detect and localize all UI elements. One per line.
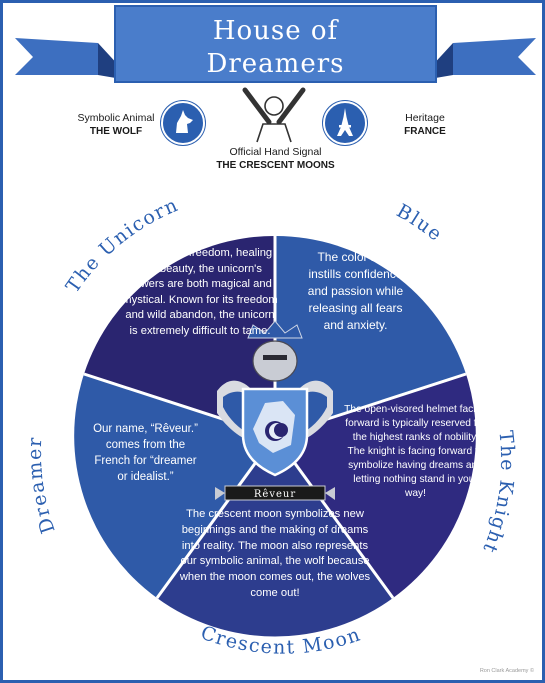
symbol-wheel: Rêveur The Unicorn Blue The Knight Cresc… (24, 194, 517, 672)
wolf-icon (161, 101, 205, 145)
crest-emblem: Rêveur (215, 320, 335, 501)
segment-knight (275, 374, 476, 598)
unicorn-description: A symbol of freedom, healing and beauty,… (122, 247, 278, 337)
eiffel-tower-icon (323, 101, 367, 145)
title-line-1: House of (212, 16, 339, 46)
symbolic-animal-value: THE WOLF (89, 126, 143, 137)
title-line-2: Dreamers (206, 49, 345, 79)
symbolic-animal-label: Symbolic Animal (77, 112, 155, 124)
blue-description: The color blue instills confidence and p… (307, 250, 404, 332)
title-banner (15, 5, 536, 83)
symbolic-animal: Symbolic Animal THE WOLF (51, 111, 181, 139)
knight-description: The open-visored helmet facing forward i… (344, 404, 487, 499)
heritage-label: Heritage (405, 112, 445, 124)
hand-signal: Official Hand Signal THE CRESCENT MOONS (188, 145, 363, 173)
crest-banner-text: Rêveur (254, 489, 296, 500)
heritage-value: FRANCE (404, 126, 446, 137)
crossed-hands-icon (242, 87, 306, 143)
hand-signal-label: Official Hand Signal (229, 146, 322, 158)
hand-signal-value: THE CRESCENT MOONS (216, 160, 335, 171)
dreamer-description: Our name, “Rêveur.” comes from the Frenc… (93, 423, 198, 483)
copyright-footer: Ron Clark Academy © (479, 668, 534, 674)
heritage: Heritage FRANCE (375, 111, 475, 139)
segment-crescent (157, 436, 393, 637)
crescent-description: The crescent moon symbolizes new beginni… (179, 508, 371, 599)
segment-dreamer (74, 374, 275, 598)
